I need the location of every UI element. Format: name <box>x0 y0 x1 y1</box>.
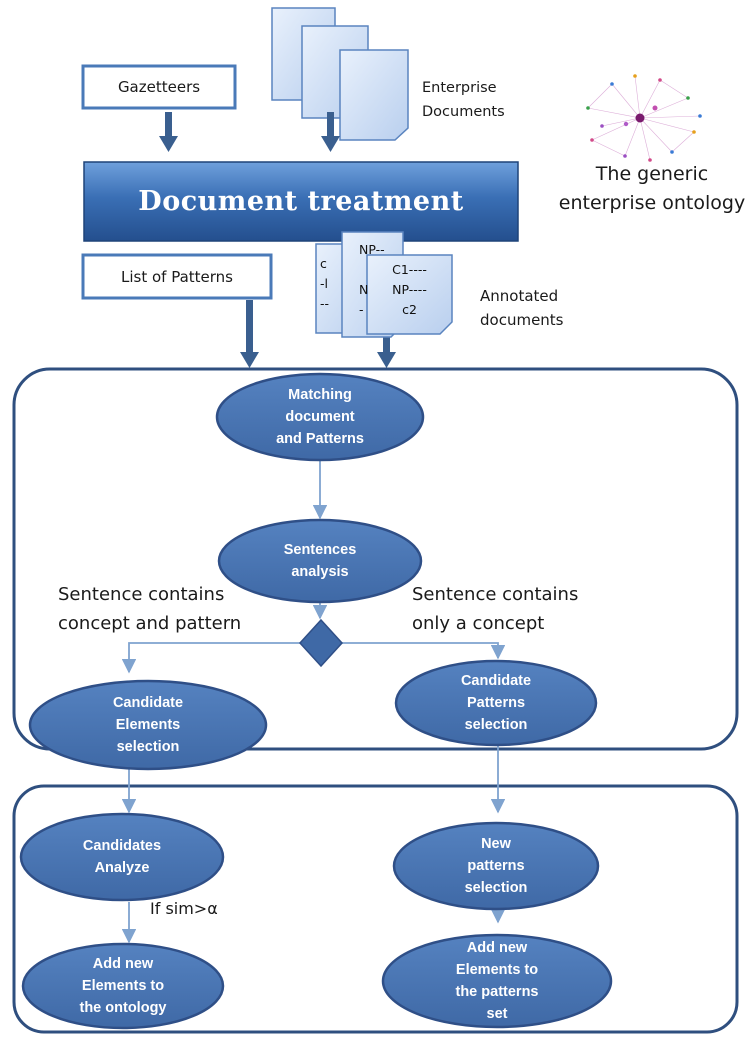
decision-diamond <box>298 618 344 668</box>
enterprise-docs-label: Enterprise Documents <box>422 80 505 120</box>
condition-label: If sim>α <box>150 899 218 918</box>
add-patterns-text: Add new Elements to the patterns set <box>455 940 539 1022</box>
add-patterns-node <box>381 933 613 1029</box>
annotated-sheet-front: C1---- NP---- c2 <box>392 262 427 317</box>
output-container <box>12 784 739 1034</box>
candidates-analyze-text: Candidates Analyze <box>82 838 162 876</box>
process-nodes <box>19 372 613 1030</box>
enterprise-docs-icon <box>271 7 409 141</box>
new-patterns-text: New patterns selection <box>464 836 528 896</box>
annotated-sheet-middle: NP-- N - <box>359 242 385 317</box>
process-container <box>12 367 739 751</box>
branch-right-label: Sentence contains only a concept <box>412 584 579 634</box>
gazetteers-box <box>81 64 237 110</box>
candidate-patterns-text: Candidate Patterns selection <box>460 673 532 733</box>
gazetteers-label: Gazetteers <box>117 78 201 96</box>
annotated-label: Annotated documents <box>480 287 564 329</box>
candidate-elements-text: Candidate Elements selection <box>112 695 184 755</box>
matching-node <box>215 372 425 462</box>
new-patterns-node <box>392 821 600 911</box>
sentences-node <box>217 518 423 604</box>
sentences-text: Sentences analysis <box>283 542 357 580</box>
matching-text: Matching document and Patterns <box>276 387 364 447</box>
treatment-banner <box>83 161 519 242</box>
ontology-graph-icon <box>586 74 702 162</box>
branch-left-label: Sentence contains concept and pattern <box>58 584 242 634</box>
ontology-label: The generic enterprise ontology <box>558 163 746 214</box>
add-ontology-text: Add new Elements to the ontology <box>79 956 167 1016</box>
flow-connectors <box>121 461 506 944</box>
add-ontology-node <box>21 942 225 1030</box>
candidate-patterns-node <box>394 659 598 747</box>
patterns-list-box <box>81 253 273 300</box>
annotated-sheet-back: c -l -- <box>320 256 330 311</box>
patterns-list-label: List of Patterns <box>121 267 233 286</box>
treatment-label: Document treatment <box>138 186 464 217</box>
candidates-analyze-node <box>19 812 225 902</box>
candidate-elements-node <box>28 679 268 771</box>
annotated-docs-icon <box>315 231 453 338</box>
